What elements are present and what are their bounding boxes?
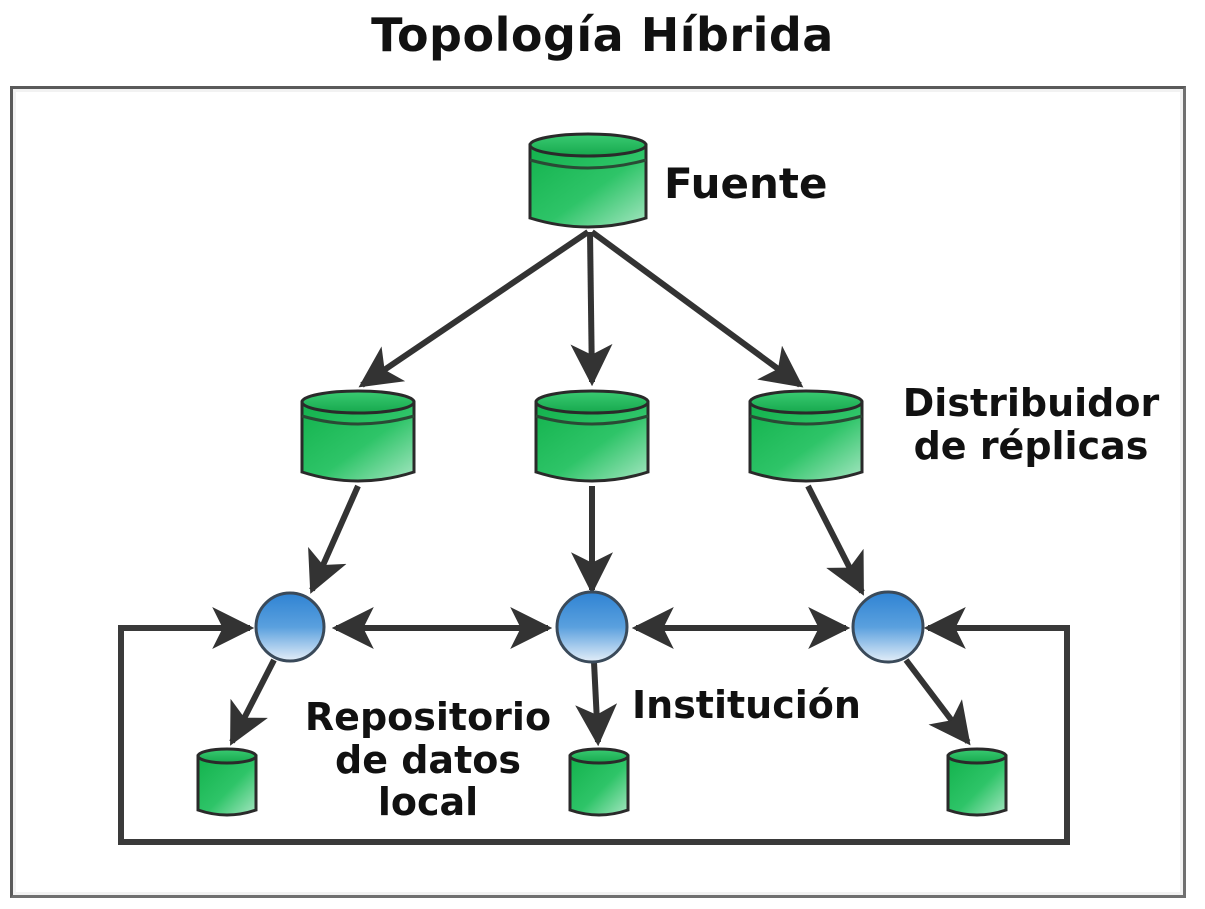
arrow-institution-2-to-repo-2 — [575, 661, 618, 747]
arrow-source-to-distributor-2 — [570, 231, 613, 387]
arrow-source-to-distributor-3 — [590, 229, 804, 388]
repository-label-line-2: de datos — [335, 737, 521, 782]
arrow-distributor-3-to-institution-3 — [805, 484, 865, 596]
distributor-database-1-icon — [300, 389, 416, 483]
distributor-label: Distribuidor de réplicas — [876, 382, 1186, 467]
distributor-database-3-icon — [748, 389, 864, 483]
feedback-loop-line — [118, 625, 1070, 845]
local-repository-1-icon — [196, 747, 258, 817]
distributor-label-line-2: de réplicas — [913, 423, 1149, 468]
local-repository-3-icon — [946, 747, 1008, 817]
institution-node-3-icon — [851, 590, 925, 664]
institution-node-1-icon — [254, 591, 326, 663]
source-database-icon — [528, 132, 648, 229]
distributor-database-2-icon — [534, 389, 650, 483]
arrow-distributor-1-to-institution-1 — [308, 484, 361, 594]
institution-label: Institución — [632, 683, 861, 727]
distributor-label-line-1: Distribuidor — [902, 381, 1160, 425]
institution-node-2-icon — [555, 590, 629, 664]
source-label: Fuente — [664, 159, 828, 208]
local-repository-label: Repositorio de datos local — [292, 696, 564, 824]
local-repository-2-icon — [568, 747, 630, 817]
repository-label-line-3: local — [377, 780, 479, 825]
diagram-title: Topología Híbrida — [371, 8, 834, 62]
arrow-institution-1-to-repo-1 — [229, 658, 277, 746]
arrow-institution-3-to-repo-3 — [903, 658, 971, 746]
arrow-source-to-distributor-1 — [358, 229, 590, 388]
repository-label-line-1: Repositorio — [304, 695, 552, 739]
diagram-frame — [10, 86, 1186, 898]
